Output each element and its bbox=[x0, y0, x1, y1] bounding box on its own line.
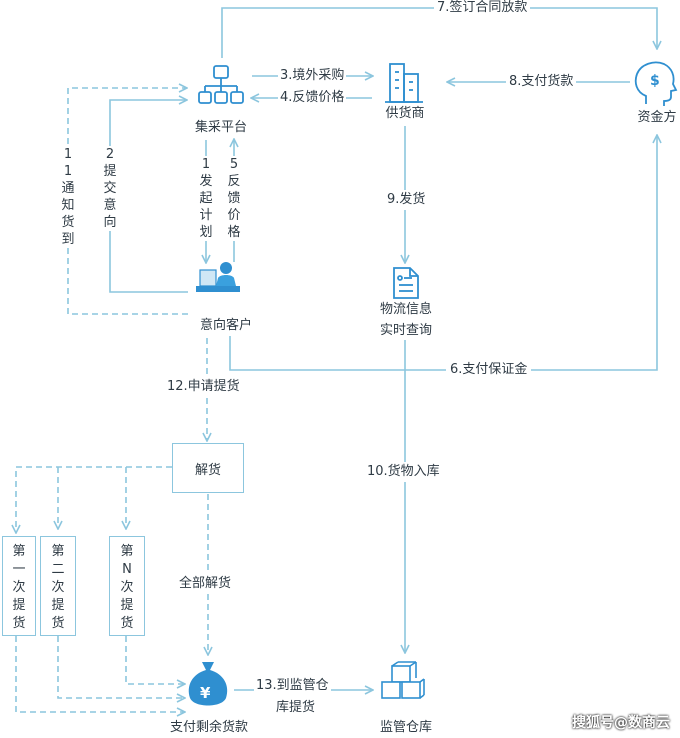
edge-label-5: 5反馈价格 bbox=[226, 156, 242, 241]
first-pickup-box: 第一次提货 bbox=[2, 536, 36, 636]
edge-label-11: 11通知货到 bbox=[60, 146, 76, 248]
release-box: 解货 bbox=[172, 443, 244, 493]
edge-label-13-line1: 13.到监管仓 bbox=[254, 678, 331, 694]
customer-desk-icon bbox=[196, 262, 240, 292]
release-label: 解货 bbox=[194, 462, 221, 478]
org-chart-icon bbox=[198, 65, 244, 104]
edge-nth-pay bbox=[125, 636, 184, 684]
node-pay-remaining-label: 支付剩余货款 bbox=[169, 720, 248, 735]
edge-label-13-line2: 库提货 bbox=[274, 700, 318, 716]
watermark: 搜狐号@数商云 bbox=[572, 715, 670, 731]
node-logistics-label-2: 实时查询 bbox=[379, 323, 432, 338]
edge-label-12: 12.申请提货 bbox=[164, 377, 243, 397]
money-bag-icon: ¥ bbox=[188, 662, 228, 706]
first-pickup-label: 第一次提货 bbox=[12, 544, 26, 631]
node-supplier-label: 供货商 bbox=[385, 106, 425, 121]
node-platform-label: 集采平台 bbox=[194, 120, 247, 135]
svg-text:¥: ¥ bbox=[200, 684, 211, 702]
node-customer-label: 意向客户 bbox=[199, 318, 252, 333]
node-funder-label: 资金方 bbox=[637, 110, 677, 125]
second-pickup-box: 第二次提货 bbox=[40, 536, 76, 636]
edge-label-7: 7.签订合同放款 bbox=[434, 0, 531, 16]
edge-label-4: 4.反馈价格 bbox=[278, 90, 347, 106]
edge-label-3: 3.境外采购 bbox=[278, 68, 347, 84]
edge-second-pay bbox=[57, 636, 184, 698]
edge-first-pay bbox=[15, 636, 184, 712]
nth-pickup-label: 第N次提货 bbox=[120, 544, 134, 631]
edge-2 bbox=[109, 100, 188, 293]
nth-pickup-box: 第N次提货 bbox=[109, 536, 145, 636]
edge-label-9: 9.发货 bbox=[384, 190, 429, 210]
edge-label-8: 8.支付货款 bbox=[506, 74, 577, 90]
cubes-icon bbox=[381, 661, 425, 699]
edge-6 bbox=[229, 136, 657, 371]
svg-text:$: $ bbox=[650, 73, 660, 89]
edge-label-10: 10.货物入库 bbox=[364, 462, 443, 482]
edge-label-1: 1发起计划 bbox=[198, 156, 214, 241]
node-logistics-label-1: 物流信息 bbox=[379, 302, 432, 317]
edge-label-6: 6.支付保证金 bbox=[446, 362, 532, 378]
document-icon bbox=[393, 267, 419, 299]
node-warehouse-label: 监管仓库 bbox=[379, 720, 432, 735]
head-dollar-icon: $ bbox=[634, 61, 678, 106]
edge-11 bbox=[67, 88, 188, 315]
edge-label-all-release: 全部解货 bbox=[176, 574, 235, 594]
edge-label-2: 2提交意向 bbox=[102, 146, 118, 231]
edge-release-first bbox=[16, 466, 172, 532]
second-pickup-label: 第二次提货 bbox=[51, 544, 65, 631]
building-icon bbox=[385, 63, 423, 103]
